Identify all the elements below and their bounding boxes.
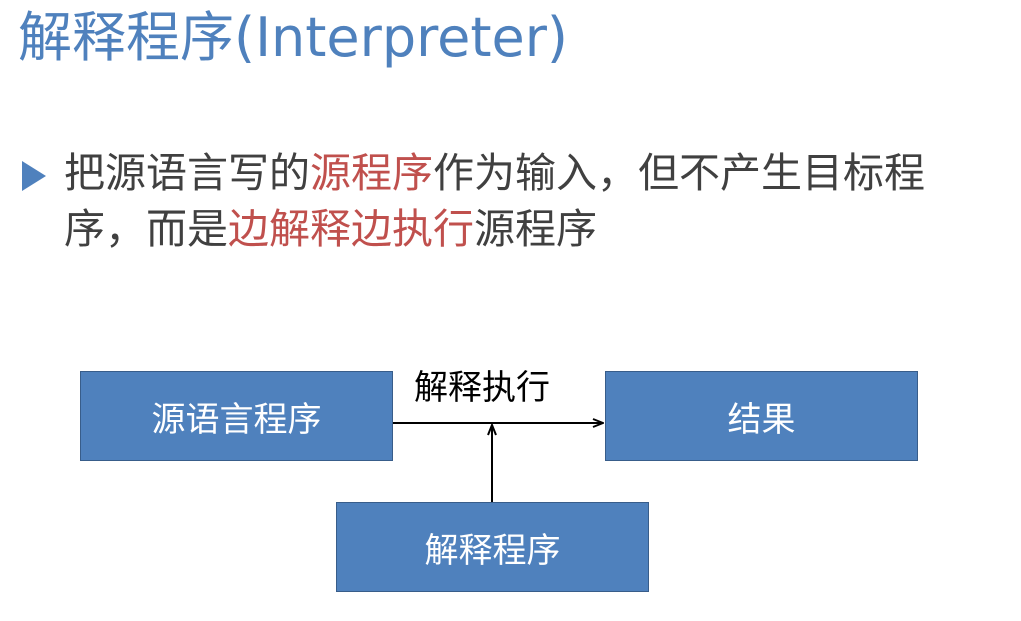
- source-program-box: 源语言程序: [80, 371, 393, 461]
- result-box: 结果: [605, 371, 918, 461]
- slide-title: 解释程序(Interpreter): [18, 6, 568, 69]
- execute-label: 解释执行: [414, 368, 550, 408]
- bullet-highlight: 源程序: [310, 149, 433, 197]
- bullet-segment: 作为输入，但不产生目标程序，而是: [64, 149, 925, 253]
- bullet-text: 把源语言写的源程序作为输入，但不产生目标程序，而是边解释边执行源程序: [64, 145, 1004, 257]
- interpreter-label: 解释程序: [424, 530, 561, 571]
- bullet-segment: 源程序: [474, 205, 597, 253]
- source-program-label: 源语言程序: [151, 399, 322, 440]
- result-label: 结果: [727, 399, 796, 440]
- interpreter-box: 解释程序: [336, 502, 649, 592]
- bullet-highlight: 边解释边执行: [228, 205, 474, 253]
- bullet-segment: 把源语言写的: [64, 149, 310, 197]
- triangle-bullet-icon: [22, 161, 46, 191]
